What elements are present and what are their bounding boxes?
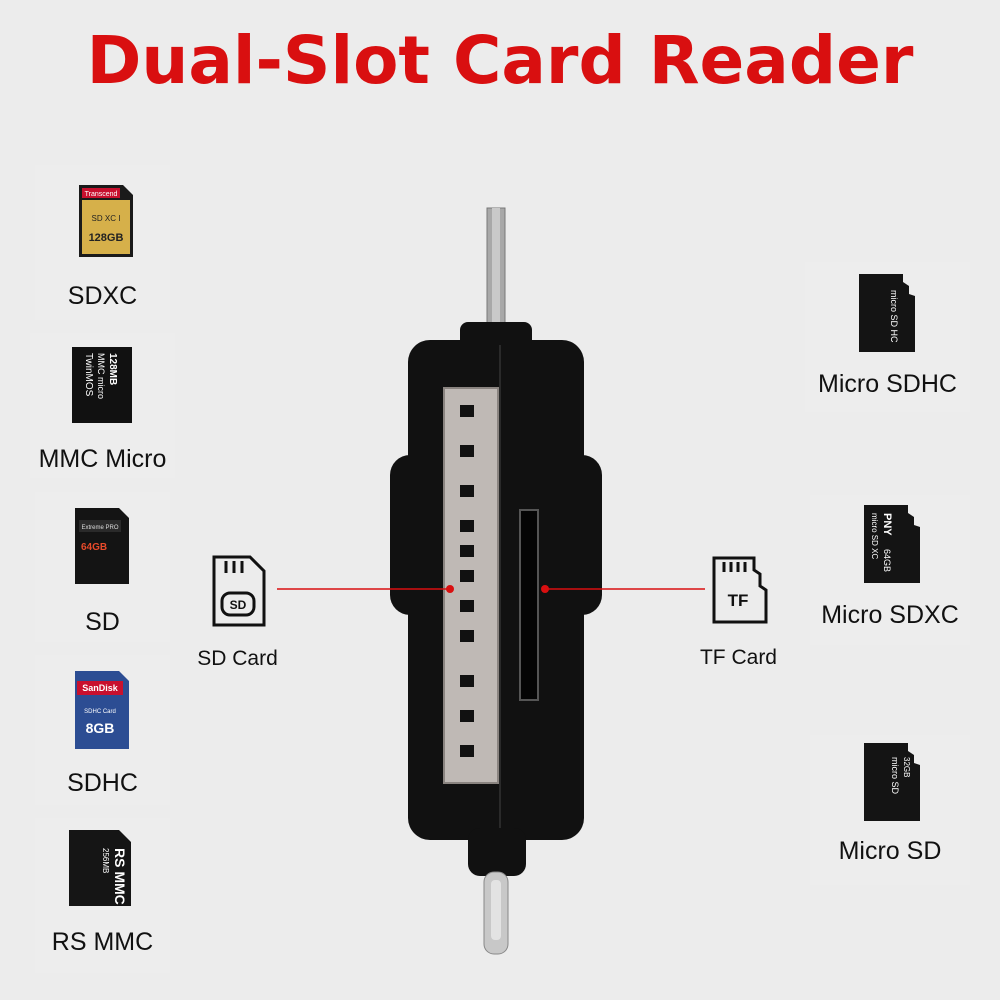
card-tile-micro-sdhc: micro SD HC Micro SDHC: [805, 262, 970, 412]
sdxc-card-icon: Transcend SD XC I 128GB: [79, 185, 133, 257]
sdxc-type: SD XC I: [92, 214, 121, 223]
sd-card-icon: Extreme PRO 64GB: [75, 508, 129, 584]
card-label-micro-sd: Micro SD: [838, 837, 942, 865]
micro-sdxc-type: micro SD XC: [870, 513, 879, 559]
sd-brand: Extreme PRO: [81, 525, 118, 531]
micro-sdhc-text: micro SD HC: [889, 290, 899, 343]
rs-mmc-type: RS MMC: [112, 848, 128, 905]
rs-mmc-card-icon: RS MMC 256MB: [69, 830, 131, 906]
tf-pointer-dot: [541, 585, 549, 593]
micro-sdxc-card-icon: PNY micro SD XC 64GB: [864, 505, 920, 583]
card-label-sdxc: SDXC: [67, 282, 138, 310]
sdxc-brand: Transcend: [85, 191, 118, 198]
sdhc-type: SDHC Card: [84, 709, 116, 715]
card-label-sdhc: SDHC: [67, 769, 138, 797]
card-label-micro-sdxc: Micro SDXC: [821, 601, 959, 629]
micro-sd-capacity: 32GB: [902, 757, 911, 777]
card-tile-rs-mmc: RS MMC 256MB RS MMC: [35, 818, 170, 973]
micro-sd-type: micro SD: [890, 757, 900, 795]
card-label-rs-mmc: RS MMC: [51, 928, 154, 956]
mmc-micro-card-icon: 128MB MMC micro TwinMOS: [72, 347, 132, 423]
mmc-brand: TwinMOS: [83, 353, 94, 397]
tf-slot: [519, 509, 539, 701]
micro-sd-card-icon: micro SD 32GB: [864, 743, 920, 821]
tf-slot-icon: TF: [712, 556, 768, 624]
sd-slot-icon: SD: [212, 555, 266, 627]
card-label-micro-sdhc: Micro SDHC: [818, 370, 957, 398]
sdhc-card-icon: SanDisk SDHC Card 8GB: [75, 671, 129, 749]
sd-slot-icon-text: SD: [230, 598, 247, 612]
micro-sdxc-brand: PNY: [881, 513, 893, 536]
card-tile-sd: Extreme PRO 64GB SD: [35, 492, 170, 642]
card-reader-device: [390, 207, 602, 955]
card-label-mmc-micro: MMC Micro: [38, 445, 167, 473]
micro-sdhc-card-icon: micro SD HC: [859, 274, 915, 352]
card-tile-micro-sdxc: PNY micro SD XC 64GB Micro SDXC: [810, 495, 970, 645]
rs-mmc-capacity: 256MB: [101, 848, 110, 873]
sd-capacity: 64GB: [81, 542, 107, 553]
micro-sdxc-capacity: 64GB: [882, 549, 892, 572]
tf-slot-icon-text: TF: [728, 591, 749, 610]
sdhc-capacity: 8GB: [86, 720, 115, 736]
card-tile-micro-sd: micro SD 32GB Micro SD: [810, 735, 970, 885]
mmc-capacity: 128MB: [107, 353, 118, 385]
tf-slot-label: TF Card: [699, 646, 777, 669]
card-tile-mmc-micro: 128MB MMC micro TwinMOS MMC Micro: [30, 333, 175, 478]
sd-pointer-dot: [446, 585, 454, 593]
card-tile-sdhc: SanDisk SDHC Card 8GB SDHC: [35, 655, 170, 805]
sd-slot-label: SD Card: [197, 647, 278, 670]
mmc-type: MMC micro: [96, 353, 106, 399]
card-tile-sdxc: Transcend SD XC I 128GB SDXC: [35, 165, 170, 320]
card-label-sd: SD: [85, 608, 120, 636]
page-title: Dual-Slot Card Reader: [86, 22, 914, 99]
sdxc-capacity: 128GB: [89, 232, 124, 244]
sdhc-brand: SanDisk: [82, 683, 119, 693]
